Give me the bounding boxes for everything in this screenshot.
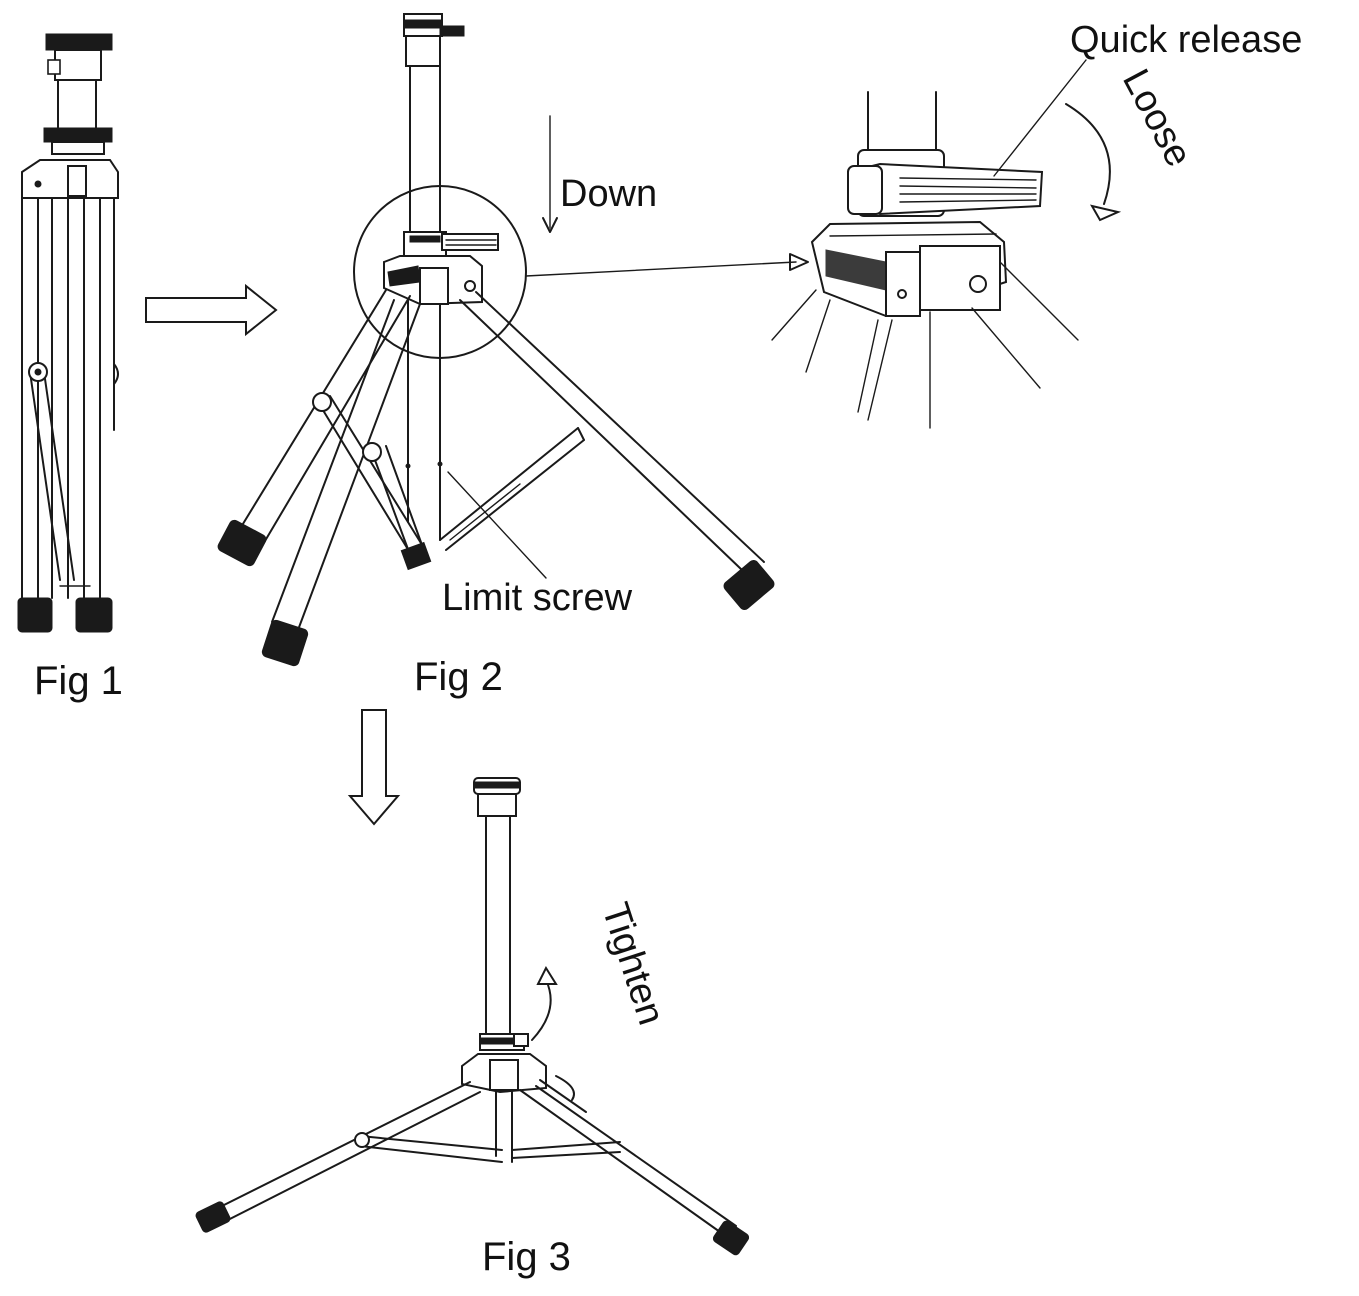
arrow-right-icon	[145, 283, 278, 337]
arrow-down-icon	[347, 709, 401, 826]
fig3-setup-tripod	[195, 777, 750, 1256]
detail-circle	[353, 185, 527, 359]
quick-release-detail	[771, 59, 1122, 429]
limit-screw-label: Limit screw	[442, 577, 633, 619]
quick-release-label: Quick release	[1070, 19, 1302, 61]
fig2-label: Fig 2	[414, 655, 503, 699]
zoom-pointer-line	[525, 261, 797, 277]
fig1-folded-tripod	[17, 33, 119, 633]
fig1-label: Fig 1	[34, 659, 123, 703]
zoom-pointer-arrowhead	[789, 253, 809, 271]
down-arrow-icon	[542, 115, 558, 233]
tighten-label: Tighten	[593, 898, 672, 1030]
fig2-opened-tripod	[217, 13, 775, 667]
loose-label: Loose	[1114, 63, 1200, 174]
down-label: Down	[560, 173, 657, 215]
fig3-label: Fig 3	[482, 1235, 571, 1279]
